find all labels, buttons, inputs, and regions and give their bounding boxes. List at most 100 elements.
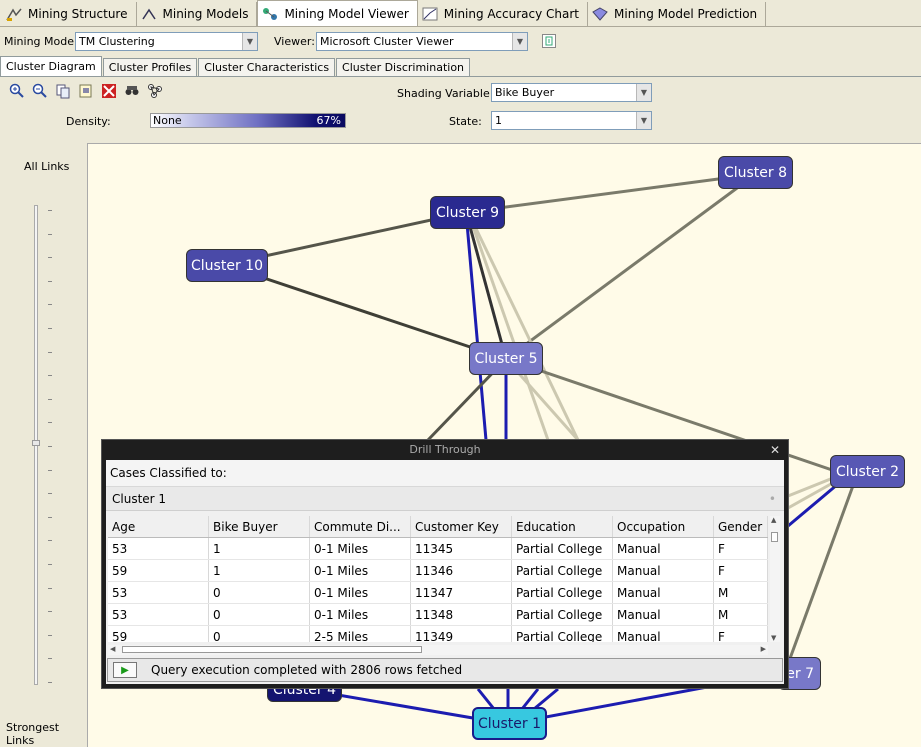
slider-tick — [48, 398, 52, 400]
cluster-node[interactable]: Cluster 5 — [469, 342, 543, 375]
column-header[interactable]: Commute Di... — [310, 516, 411, 537]
drill-through-titlebar[interactable]: Drill Through ✕ — [102, 440, 788, 460]
tab-mining-model-prediction[interactable]: Mining Model Prediction — [588, 2, 767, 26]
slider-tick — [48, 280, 52, 282]
slider-tick — [48, 375, 52, 377]
tab-label: Mining Structure — [28, 7, 128, 21]
vertical-scroll-thumb[interactable] — [771, 532, 778, 542]
drill-through-title: Drill Through — [409, 443, 481, 456]
scroll-left-icon[interactable]: ◀ — [110, 645, 116, 653]
column-header[interactable]: Customer Key — [411, 516, 512, 537]
scroll-right-icon[interactable]: ▶ — [760, 645, 766, 653]
table-row[interactable]: 59 0 2-5 Miles 11349 Partial College Man… — [108, 626, 768, 642]
copy-icon[interactable] — [55, 83, 71, 99]
viewer-select[interactable]: Microsoft Cluster Viewer ▼ — [316, 32, 528, 51]
viewer-tab-bar: Cluster Diagram Cluster Profiles Cluster… — [0, 56, 921, 77]
accuracy-chart-icon — [422, 7, 438, 21]
tab-cluster-diagram[interactable]: Cluster Diagram — [0, 56, 102, 76]
slider-tick — [48, 516, 52, 518]
density-value: 67% — [316, 114, 341, 127]
zoom-out-icon[interactable] — [32, 83, 48, 99]
refresh-icon[interactable] — [542, 34, 556, 48]
tab-label: Mining Model Prediction — [614, 7, 758, 21]
selected-cluster-name: Cluster 1 — [112, 492, 167, 506]
tab-mining-structure[interactable]: Mining Structure — [2, 2, 137, 26]
column-header[interactable]: Education — [512, 516, 613, 537]
link-9-down — [464, 211, 488, 441]
mining-model-select[interactable]: TM Clustering ▼ — [75, 32, 258, 51]
slider-tick — [48, 658, 52, 660]
layout-icon[interactable] — [147, 83, 163, 99]
tab-label: Mining Models — [162, 7, 249, 21]
column-header[interactable]: Occupation — [613, 516, 714, 537]
prediction-icon — [592, 7, 608, 21]
link-2-blue — [787, 482, 839, 528]
drill-through-window[interactable]: Drill Through ✕ Cases Classified to: Clu… — [101, 439, 789, 689]
model-selector-bar: Mining Model: TM Clustering ▼ Viewer: Mi… — [0, 27, 921, 56]
grid-cell: Partial College — [512, 604, 613, 625]
tab-mining-accuracy-chart[interactable]: Mining Accuracy Chart — [418, 2, 589, 26]
grid-cell: 0 — [209, 582, 310, 603]
drill-through-body: Cases Classified to: Cluster 1 • Age Bik… — [106, 460, 784, 684]
slider-tick — [48, 351, 52, 353]
tab-mining-model-viewer[interactable]: Mining Model Viewer — [257, 0, 418, 26]
grid-cell: F — [714, 626, 768, 642]
grid-cell: 2-5 Miles — [310, 626, 411, 642]
grid-cell: 0 — [209, 626, 310, 642]
link-8-5 — [505, 172, 757, 361]
grid-cell: 53 — [108, 582, 209, 603]
grid-cell: 0 — [209, 604, 310, 625]
column-header[interactable]: Bike Buyer — [209, 516, 310, 537]
grid-cell: Manual — [613, 582, 714, 603]
cluster-node[interactable]: Cluster 9 — [430, 196, 505, 229]
cases-grid[interactable]: Age Bike Buyer Commute Di... Customer Ke… — [108, 516, 768, 642]
state-select[interactable]: 1 ▼ — [491, 111, 652, 130]
cluster-node[interactable]: Cluster 10 — [186, 249, 268, 282]
close-icon[interactable]: ✕ — [769, 443, 780, 457]
table-row[interactable]: 53 0 0-1 Miles 11347 Partial College Man… — [108, 582, 768, 604]
scroll-down-icon[interactable]: ▼ — [771, 634, 777, 642]
link-strength-slider-thumb[interactable] — [32, 440, 40, 446]
grid-cell: Partial College — [512, 626, 613, 642]
grid-cell: Manual — [613, 560, 714, 581]
slider-tick — [48, 682, 52, 683]
chevron-down-icon: ▼ — [242, 33, 257, 50]
tab-mining-models[interactable]: Mining Models — [137, 2, 258, 26]
column-header[interactable]: Age — [108, 516, 209, 537]
link-10-5 — [227, 264, 507, 361]
tab-cluster-discrimination[interactable]: Cluster Discrimination — [336, 58, 471, 76]
query-status-text: Query execution completed with 2806 rows… — [151, 663, 463, 677]
mining-model-value: TM Clustering — [79, 35, 155, 48]
tab-cluster-characteristics[interactable]: Cluster Characteristics — [198, 58, 336, 76]
grid-cell: M — [714, 582, 768, 603]
table-row[interactable]: 53 1 0-1 Miles 11345 Partial College Man… — [108, 538, 768, 560]
grid-cell: 0-1 Miles — [310, 560, 411, 581]
selected-cluster-row[interactable]: Cluster 1 • — [106, 487, 784, 511]
vertical-scrollbar[interactable]: ▲ ▼ — [770, 516, 780, 642]
copy-graph-icon[interactable] — [78, 83, 94, 99]
cluster-node[interactable]: Cluster 8 — [718, 156, 793, 189]
column-header[interactable]: Gender — [714, 516, 768, 537]
grid-cell: 1 — [209, 560, 310, 581]
find-icon[interactable] — [124, 83, 140, 99]
scroll-up-icon[interactable]: ▲ — [771, 516, 777, 524]
slider-tick — [48, 540, 52, 542]
horizontal-scrollbar[interactable]: ◀ ▶ — [108, 645, 768, 655]
link-9-8 — [467, 172, 757, 214]
cluster-node[interactable]: Cluster 1 — [472, 707, 547, 740]
grid-cell: M — [714, 604, 768, 625]
link-2-light-a — [787, 474, 839, 498]
grid-cell: 0-1 Miles — [310, 604, 411, 625]
shading-variable-value: Bike Buyer — [495, 86, 555, 99]
grid-cell: 11345 — [411, 538, 512, 559]
fit-icon[interactable] — [101, 83, 117, 99]
tab-cluster-profiles[interactable]: Cluster Profiles — [102, 58, 198, 76]
designer-tab-bar: Mining Structure Mining Models Mining Mo… — [0, 0, 921, 27]
shading-variable-select[interactable]: Bike Buyer ▼ — [491, 83, 652, 102]
table-row[interactable]: 53 0 0-1 Miles 11348 Partial College Man… — [108, 604, 768, 626]
play-icon[interactable]: ▶ — [113, 662, 137, 678]
horizontal-scroll-thumb[interactable] — [122, 646, 422, 653]
table-row[interactable]: 59 1 0-1 Miles 11346 Partial College Man… — [108, 560, 768, 582]
zoom-in-icon[interactable] — [9, 83, 25, 99]
cluster-node[interactable]: Cluster 2 — [830, 455, 905, 488]
